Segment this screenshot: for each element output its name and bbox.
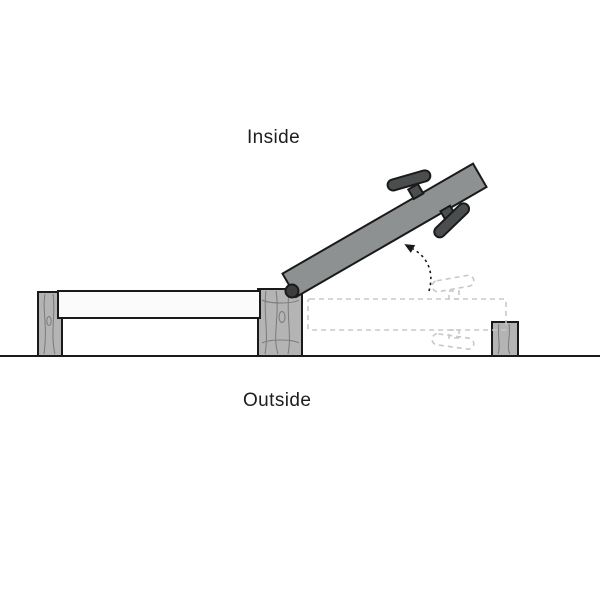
- handle-lever: [386, 169, 432, 192]
- pivot-dot: [284, 283, 300, 299]
- ghost-handle-stem: [448, 329, 460, 339]
- frame-sill-section: [57, 290, 261, 319]
- motion-arrow: [404, 244, 432, 292]
- center-jamb-body: [257, 288, 303, 357]
- ghost-handle-stem: [448, 290, 460, 300]
- wood-grain-line: [52, 293, 56, 355]
- ghost-handle-bottom: [431, 329, 475, 350]
- right-jamb-wood: [491, 321, 519, 357]
- inside-label: Inside: [247, 127, 301, 148]
- ghost-handle-top: [431, 274, 475, 300]
- wood-grain-line: [507, 323, 511, 355]
- wood-grain-line: [264, 290, 267, 355]
- motion-arrow-tail: [412, 248, 432, 292]
- wood-grain-line: [497, 323, 500, 355]
- ghost-handle-lever: [431, 333, 475, 350]
- outside-label: Outside: [243, 390, 312, 411]
- wood-grain-line: [261, 339, 300, 344]
- handle-stem: [406, 182, 425, 201]
- closed-sash-ghost: [307, 274, 507, 350]
- wood-grain-line: [275, 290, 279, 355]
- right-jamb-body: [491, 321, 519, 357]
- handle-lever: [433, 202, 471, 239]
- ghost-sash-body: [307, 298, 507, 331]
- center-jamb-wood: [257, 288, 303, 357]
- wood-grain-line: [43, 293, 46, 355]
- wood-knot: [46, 316, 52, 326]
- motion-arrow-head: [404, 244, 416, 253]
- wood-grain-line: [261, 299, 300, 304]
- open-sash: [281, 162, 488, 299]
- wood-knot: [278, 311, 286, 323]
- ghost-handle-lever: [431, 274, 475, 293]
- sash-handle-top: [386, 169, 432, 201]
- sash-handle-bottom: [433, 202, 471, 239]
